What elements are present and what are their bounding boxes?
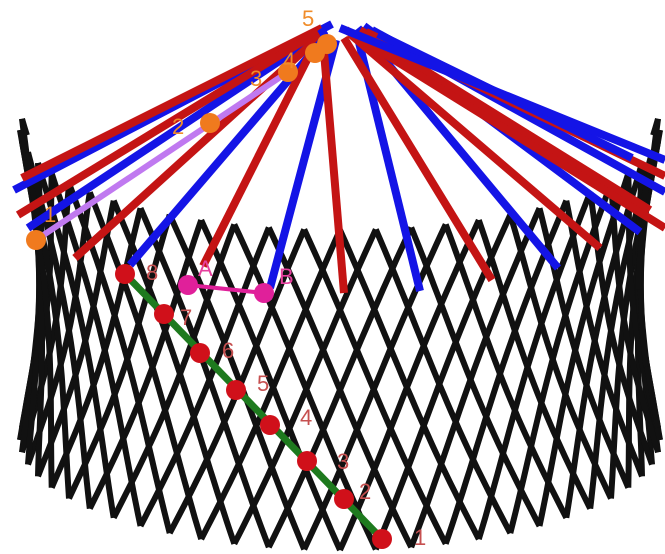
lattice-slat xyxy=(475,219,593,510)
marked-points xyxy=(26,34,392,549)
lattice-slat xyxy=(137,207,272,549)
lattice-slat xyxy=(563,200,645,478)
red-rafter xyxy=(199,48,316,268)
point-labels: 1 2 3 4 5 1 2 3 4 5 6 7 8 A B xyxy=(44,6,426,550)
orange-point-5 xyxy=(317,34,337,54)
red-label-3: 3 xyxy=(337,449,349,474)
orange-point-3 xyxy=(278,62,298,82)
lattice-slat xyxy=(337,228,482,541)
red-point-7 xyxy=(154,304,174,324)
lattice-slat xyxy=(507,213,614,500)
red-rafter xyxy=(340,35,496,283)
red-rafter xyxy=(347,30,603,252)
orange-label-3: 3 xyxy=(250,66,262,91)
lattice-slat xyxy=(373,228,513,535)
lattice-slat xyxy=(48,172,144,527)
orange-label-4: 4 xyxy=(283,48,295,73)
red-label-2: 2 xyxy=(359,479,371,504)
lattice-slat xyxy=(650,117,661,137)
red-rafter xyxy=(343,26,665,232)
orange-point-1 xyxy=(26,230,46,250)
lattice-slat xyxy=(35,162,117,519)
roof-rafters xyxy=(12,20,665,294)
lattice-slat xyxy=(266,226,414,549)
red-point-3 xyxy=(297,451,317,471)
lattice-slat xyxy=(408,226,543,528)
red-rafter xyxy=(20,24,324,182)
orange-label-2: 2 xyxy=(172,114,184,139)
red-point-8 xyxy=(115,264,135,284)
lattice-slat xyxy=(301,228,449,546)
magenta-point-a xyxy=(178,275,198,295)
pink-label-b: B xyxy=(279,264,294,289)
red-point-1 xyxy=(372,529,392,549)
red-point-6 xyxy=(190,343,210,363)
red-label-8: 8 xyxy=(146,260,158,285)
red-rafter xyxy=(15,28,321,219)
red-label-7: 7 xyxy=(180,305,192,330)
red-label-5: 5 xyxy=(257,371,269,396)
red-point-4 xyxy=(260,415,280,435)
pink-label-a: A xyxy=(198,256,213,281)
lattice-slat xyxy=(198,218,343,552)
magenta-point-b xyxy=(254,283,274,303)
lattice-slat xyxy=(25,151,93,509)
red-point-2 xyxy=(334,489,354,509)
blue-rafter xyxy=(338,24,665,164)
red-label-4: 4 xyxy=(300,405,312,430)
blue-rafter xyxy=(25,26,329,232)
lattice-slat xyxy=(608,182,661,454)
red-label-1: 1 xyxy=(414,525,426,550)
orange-label-1: 1 xyxy=(44,202,56,227)
red-label-6: 6 xyxy=(222,338,234,363)
red-rafter xyxy=(320,51,348,294)
lattice-slat xyxy=(442,223,569,520)
violet-measure-segment xyxy=(33,69,291,243)
red-point-5 xyxy=(226,380,246,400)
lattice-slat xyxy=(87,191,205,540)
orange-label-5: 5 xyxy=(302,6,314,31)
lattice-slat xyxy=(587,191,655,466)
orange-point-2 xyxy=(200,113,220,133)
segment-a-b xyxy=(186,283,266,295)
